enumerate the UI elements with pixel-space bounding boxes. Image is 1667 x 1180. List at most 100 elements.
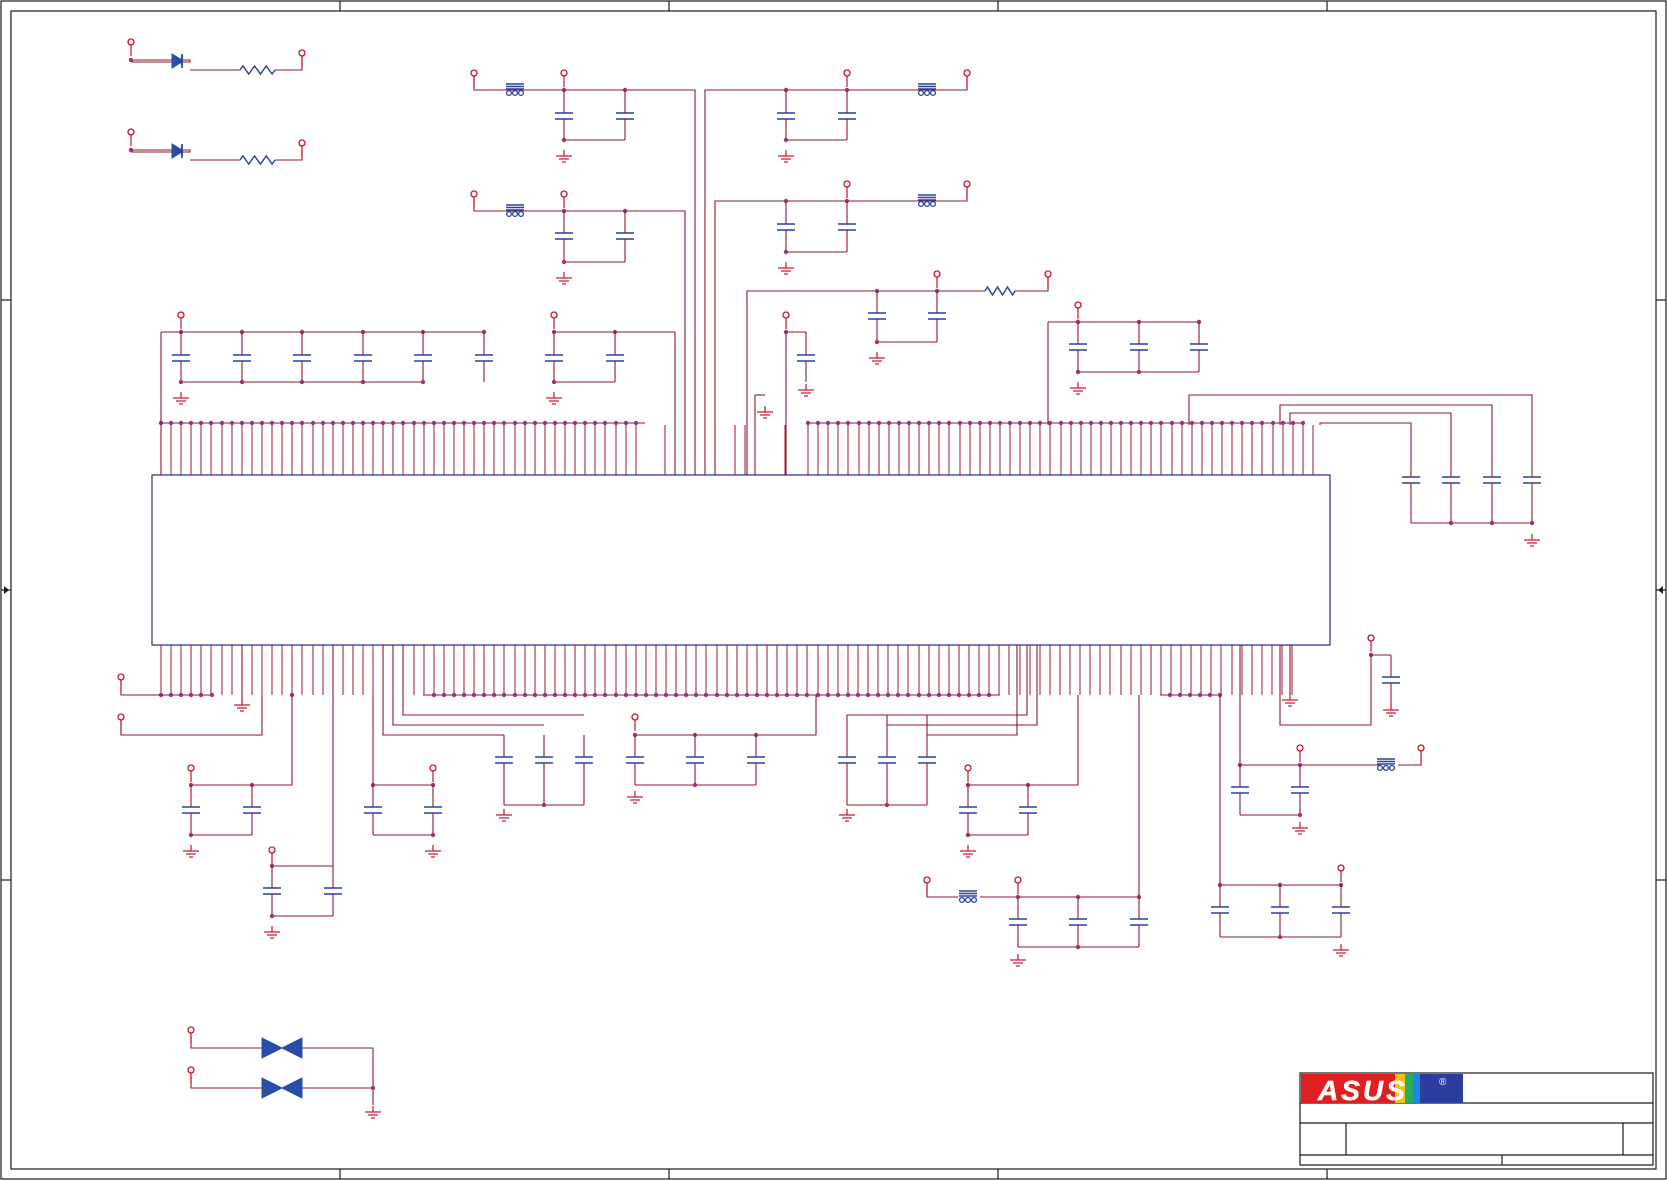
junction-dot: [1259, 420, 1265, 426]
junction-dot: [1209, 420, 1215, 426]
wire: [635, 695, 817, 736]
junction-dot: [1187, 692, 1193, 698]
wire: [746, 290, 985, 475]
junction-dot: [430, 832, 436, 838]
main-ic: [151, 474, 1331, 646]
power-port-icon: [187, 1066, 195, 1084]
junction-dot: [643, 692, 649, 698]
capacitor-icon: [1382, 676, 1400, 684]
junction-dot: [219, 420, 225, 426]
wire: [190, 1033, 262, 1049]
ground-icon: [183, 845, 199, 858]
power-port-icon: [470, 69, 478, 87]
junction-dot: [1249, 420, 1255, 426]
wire: [302, 1047, 374, 1088]
junction-dot: [896, 420, 902, 426]
power-port-icon: [964, 764, 972, 782]
junction-dot: [1058, 420, 1064, 426]
junction-dot: [936, 420, 942, 426]
capacitor-icon: [263, 887, 281, 895]
junction-dot: [683, 692, 689, 698]
junction-dot: [128, 57, 134, 63]
junction-dot: [289, 420, 295, 426]
wire: [402, 645, 584, 716]
ground-icon: [778, 262, 794, 275]
junction-dot: [1297, 812, 1303, 818]
capacitor-icon: [545, 354, 563, 362]
junction-dot: [663, 692, 669, 698]
capacitor-icon: [495, 756, 513, 764]
junction-dot: [491, 692, 497, 698]
junction-dot: [997, 420, 1003, 426]
junction-dot: [906, 420, 912, 426]
junction-dot: [198, 692, 204, 698]
ground-icon: [365, 1106, 381, 1119]
junction-dot: [865, 692, 871, 698]
junction-dot: [400, 420, 406, 426]
junction-dot: [783, 137, 789, 143]
capacitor-icon: [1483, 476, 1501, 484]
capacitor-icon: [838, 112, 856, 120]
junction-dot: [1239, 420, 1245, 426]
power-port-icon: [1014, 876, 1022, 894]
junction-dot: [592, 692, 598, 698]
junction-dot: [1108, 420, 1114, 426]
ground-icon: [839, 809, 855, 822]
junction-dot: [956, 692, 962, 698]
junction-dot: [592, 420, 598, 426]
power-port-icon: [550, 311, 558, 329]
capacitor-icon: [1271, 906, 1289, 914]
junction-dot: [653, 692, 659, 698]
junction-dot: [461, 420, 467, 426]
junction-dot: [471, 692, 477, 698]
junction-dot: [299, 420, 305, 426]
junction-dot: [905, 692, 911, 698]
junction-dot: [431, 692, 437, 698]
esd-diode-icon: [261, 1077, 303, 1099]
zone-arrow: [1658, 586, 1663, 594]
ground-icon: [1292, 822, 1308, 835]
junction-dot: [1037, 420, 1043, 426]
junction-dot: [340, 420, 346, 426]
junction-dot: [825, 420, 831, 426]
junction-dot: [561, 137, 567, 143]
chip-layer: [151, 474, 1331, 646]
junction-dot: [380, 420, 386, 426]
junction-dot: [613, 420, 619, 426]
power-port-icon: [560, 69, 568, 87]
capacitor-icon: [928, 312, 946, 320]
capacitor-icon: [1190, 343, 1208, 351]
power-port-icon: [782, 311, 790, 329]
junction-dot: [774, 692, 780, 698]
wire: [1279, 404, 1493, 462]
junction-dot: [967, 420, 973, 426]
junction-dot: [805, 420, 811, 426]
junction-dot: [299, 379, 305, 385]
junction-dot: [946, 420, 952, 426]
power-port-icon: [1296, 744, 1304, 762]
junction-dot: [562, 420, 568, 426]
wire: [182, 149, 191, 153]
power-port-icon: [429, 764, 437, 782]
junction-dot: [1290, 420, 1296, 426]
junction-dot: [845, 420, 851, 426]
junction-dot: [360, 379, 366, 385]
power-port-icon: [117, 673, 125, 691]
power-port-icon: [843, 69, 851, 87]
junction-dot: [542, 420, 548, 426]
power-port-icon: [1337, 864, 1345, 882]
junction-dot: [320, 420, 326, 426]
junction-dot: [1158, 420, 1164, 426]
junction-dot: [1088, 420, 1094, 426]
wire: [927, 645, 1018, 736]
junction-dot: [542, 692, 548, 698]
ground-icon: [627, 791, 643, 804]
ferrite-bead-icon: [958, 890, 978, 904]
capacitor-icon: [1523, 476, 1541, 484]
ground-icon: [960, 845, 976, 858]
ground-icon: [1282, 694, 1298, 707]
junction-dot: [178, 692, 184, 698]
junction-dot: [895, 692, 901, 698]
junction-dot: [551, 379, 557, 385]
capacitor-icon: [1402, 476, 1420, 484]
